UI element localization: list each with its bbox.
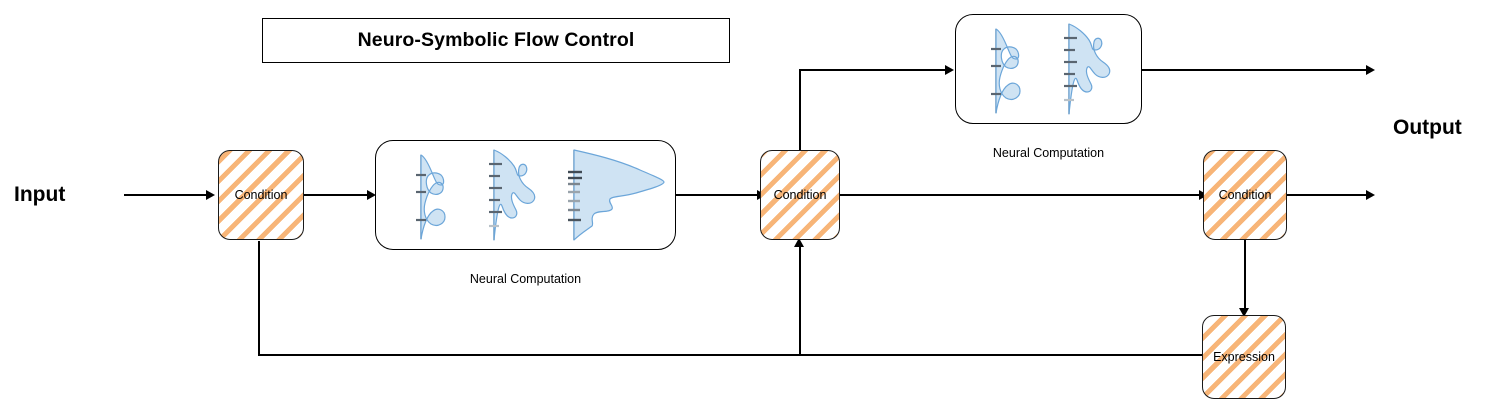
edge-condition3-to-output xyxy=(1287,194,1370,196)
node-condition-2-label: Condition xyxy=(773,188,827,202)
input-label: Input xyxy=(14,183,66,206)
arrowhead-condition1-in xyxy=(206,190,215,200)
edge-neural-main-to-condition2 xyxy=(676,194,761,196)
edge-expression-to-feedback-bus xyxy=(258,354,1204,356)
branch-density-plot-trimodal-svg xyxy=(991,28,1021,114)
arrowhead-condition2-in-bottom xyxy=(794,238,804,247)
edge-condition3-to-expression xyxy=(1244,240,1246,312)
diagram-title-box: Neuro-Symbolic Flow Control xyxy=(262,18,730,63)
arrowhead-neural-main-in xyxy=(367,190,376,200)
neural-computation-branch-caption: Neural Computation xyxy=(992,146,1105,160)
branch-density-plot-trimodal xyxy=(986,25,1062,117)
node-condition-1-label: Condition xyxy=(234,188,288,202)
node-condition-2[interactable]: Condition xyxy=(760,150,840,240)
edge-feedback-up-to-condition2 xyxy=(799,245,801,355)
arrowhead-neural-branch-in xyxy=(945,65,954,75)
edge-condition1-down-to-feedback-bus xyxy=(258,241,260,355)
edge-condition1-to-neural-main xyxy=(304,194,370,196)
density-plot-broad-left-skew-svg xyxy=(489,149,536,241)
neural-computation-main-box xyxy=(375,140,676,250)
density-plot-trimodal-svg xyxy=(416,154,446,240)
node-condition-3[interactable]: Condition xyxy=(1203,150,1287,240)
edge-condition2-to-condition3 xyxy=(840,194,1204,196)
edge-branch-to-neural-branch xyxy=(799,69,949,71)
density-plot-trimodal xyxy=(411,151,487,243)
neural-computation-main-caption: Neural Computation xyxy=(469,272,582,286)
arrowhead-expression-in-top xyxy=(1239,308,1249,317)
output-label: Output xyxy=(1393,116,1462,139)
neural-computation-branch-box xyxy=(955,14,1142,124)
edge-condition2-up xyxy=(799,70,801,150)
edge-neural-branch-to-output xyxy=(1142,69,1370,71)
edge-input-to-condition1 xyxy=(124,194,208,196)
branch-density-plot-broad-left-skew-svg xyxy=(1064,23,1111,115)
diagram-title-text: Neuro-Symbolic Flow Control xyxy=(357,29,635,51)
density-plot-sharp-peak xyxy=(566,146,672,246)
node-condition-3-label: Condition xyxy=(1218,188,1272,202)
arrowhead-output-right xyxy=(1366,190,1375,200)
node-expression-1[interactable]: Expression xyxy=(1202,315,1286,399)
density-plot-sharp-peak-svg xyxy=(568,149,665,241)
branch-density-plot-broad-left-skew xyxy=(1061,20,1145,120)
arrowhead-output-top xyxy=(1366,65,1375,75)
density-plot-broad-left-skew xyxy=(486,146,570,246)
node-condition-1[interactable]: Condition xyxy=(218,150,304,240)
node-expression-1-label: Expression xyxy=(1213,350,1275,364)
